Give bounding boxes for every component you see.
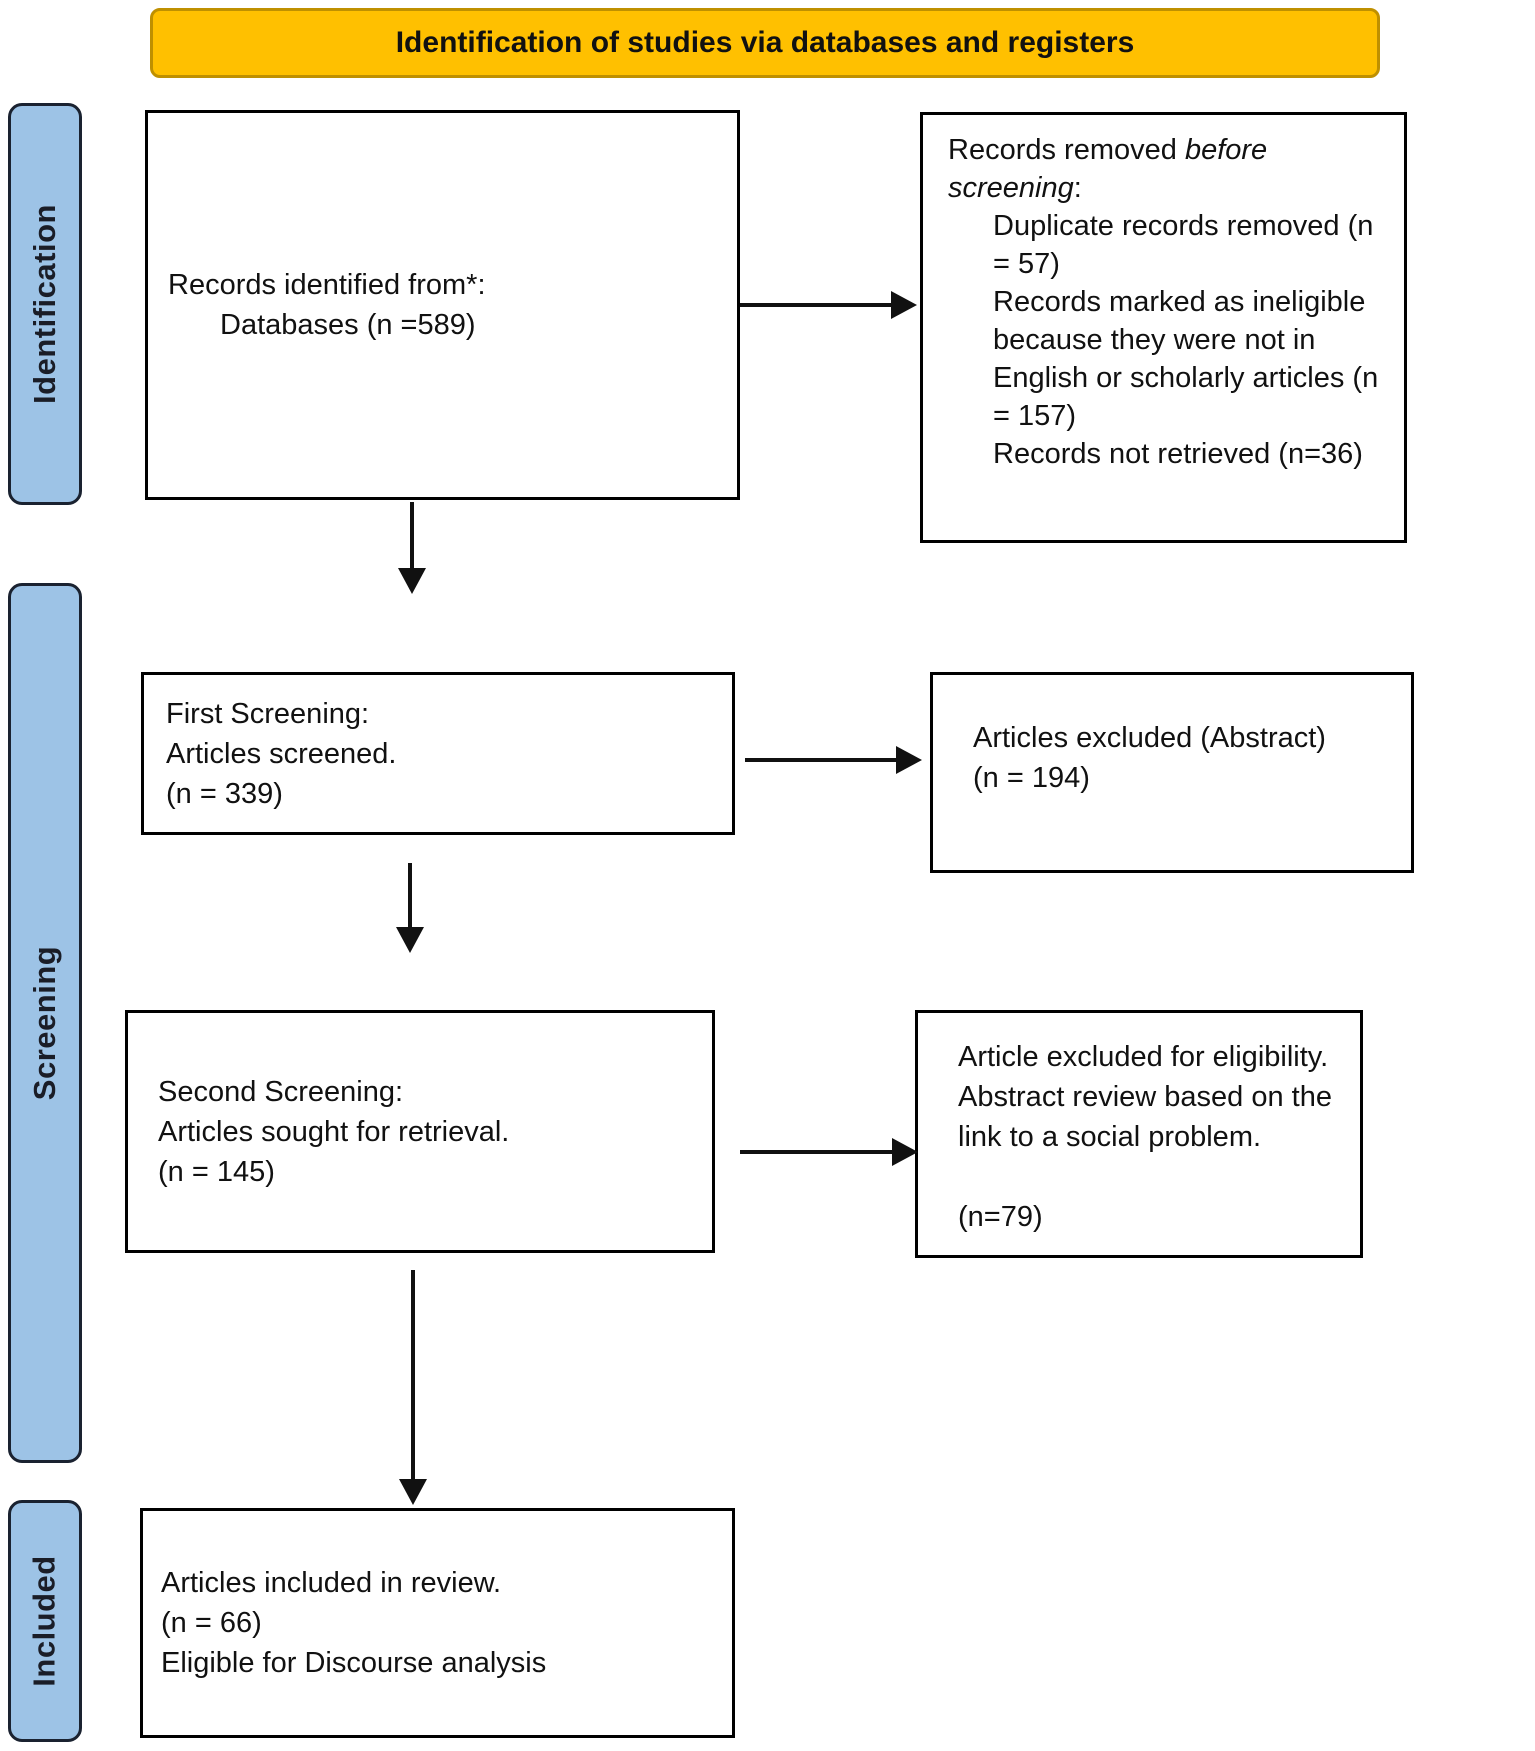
box-second-screening: Second Screening: Articles sought for re… xyxy=(125,1010,715,1253)
box-articles-excluded-abstract: Articles excluded (Abstract) (n = 194) xyxy=(930,672,1414,873)
arrow-head-icon xyxy=(892,1138,918,1166)
arrow-first-to-second-screening xyxy=(396,863,424,953)
arrow-first-screening-to-excluded xyxy=(745,746,922,774)
box-articles-included: Articles included in review. (n = 66) El… xyxy=(140,1508,735,1738)
first-screening-line3: (n = 339) xyxy=(166,777,283,810)
stage-label-included: Included xyxy=(27,1555,63,1687)
records-removed-intro-suffix: : xyxy=(1073,172,1082,204)
excluded-abstract-line2: (n = 194) xyxy=(973,761,1090,794)
records-removed-item-ineligible: Records marked as ineligible because the… xyxy=(993,286,1387,432)
arrow-head-icon xyxy=(399,1479,427,1505)
diagram-title: Identification of studies via databases … xyxy=(395,26,1135,59)
excluded-eligibility-count: (n=79) xyxy=(958,1201,1043,1233)
first-screening-line2: Articles screened. xyxy=(166,737,397,770)
diagram-title-banner: Identification of studies via databases … xyxy=(150,8,1380,78)
arrow-second-screening-to-excluded xyxy=(740,1138,918,1166)
excluded-eligibility-line2: Abstract review based on the xyxy=(958,1081,1332,1113)
records-removed-intro-italic: before screening xyxy=(948,134,1276,204)
box-article-excluded-eligibility: Article excluded for eligibility. Abstra… xyxy=(915,1010,1363,1258)
second-screening-line2: Articles sought for retrieval. xyxy=(158,1115,510,1148)
records-removed-intro: Records removed before screening: xyxy=(948,131,1394,207)
excluded-eligibility-line1: Article excluded for eligibility. xyxy=(958,1041,1329,1073)
records-removed-item-not-retrieved: Records not retrieved (n=36) xyxy=(993,438,1363,470)
box-first-screening: First Screening: Articles screened. (n =… xyxy=(141,672,735,835)
box-records-identified: Records identified from*: Databases (n =… xyxy=(145,110,740,500)
arrow-second-screening-to-included xyxy=(399,1270,427,1505)
arrow-shaft xyxy=(408,863,412,929)
records-removed-intro-prefix: Records removed xyxy=(948,134,1185,166)
records-identified-line2: Databases (n =589) xyxy=(220,309,476,341)
excluded-abstract-line1: Articles excluded (Abstract) xyxy=(973,721,1326,754)
excluded-eligibility-line3: link to a social problem. xyxy=(958,1121,1262,1153)
articles-included-line1: Articles included in review. xyxy=(161,1567,502,1599)
arrow-shaft xyxy=(740,1150,894,1154)
stage-bar-screening: Screening xyxy=(8,583,82,1463)
arrow-head-icon xyxy=(896,746,922,774)
arrow-head-icon xyxy=(396,927,424,953)
stage-label-screening: Screening xyxy=(27,945,63,1101)
first-screening-line1: First Screening: xyxy=(166,697,370,730)
stage-label-identification: Identification xyxy=(27,204,63,404)
second-screening-line1: Second Screening: xyxy=(158,1075,404,1108)
arrow-shaft xyxy=(411,1270,415,1481)
arrow-identified-to-first-screening xyxy=(398,502,426,594)
box-records-removed: Records removed before screening: Duplic… xyxy=(920,112,1407,543)
records-removed-item-duplicates: Duplicate records removed (n = 57) xyxy=(993,210,1382,280)
arrow-identified-to-removed xyxy=(740,291,917,319)
stage-bar-included: Included xyxy=(8,1500,82,1742)
records-identified-line1: Records identified from*: xyxy=(168,269,486,301)
stage-bar-identification: Identification xyxy=(8,103,82,505)
articles-included-line2: (n = 66) xyxy=(161,1607,262,1639)
arrow-shaft xyxy=(410,502,414,570)
arrow-shaft xyxy=(740,303,893,307)
articles-included-line3: Eligible for Discourse analysis xyxy=(161,1647,547,1679)
arrow-shaft xyxy=(745,758,898,762)
second-screening-line3: (n = 145) xyxy=(158,1155,275,1188)
arrow-head-icon xyxy=(398,568,426,594)
arrow-head-icon xyxy=(891,291,917,319)
